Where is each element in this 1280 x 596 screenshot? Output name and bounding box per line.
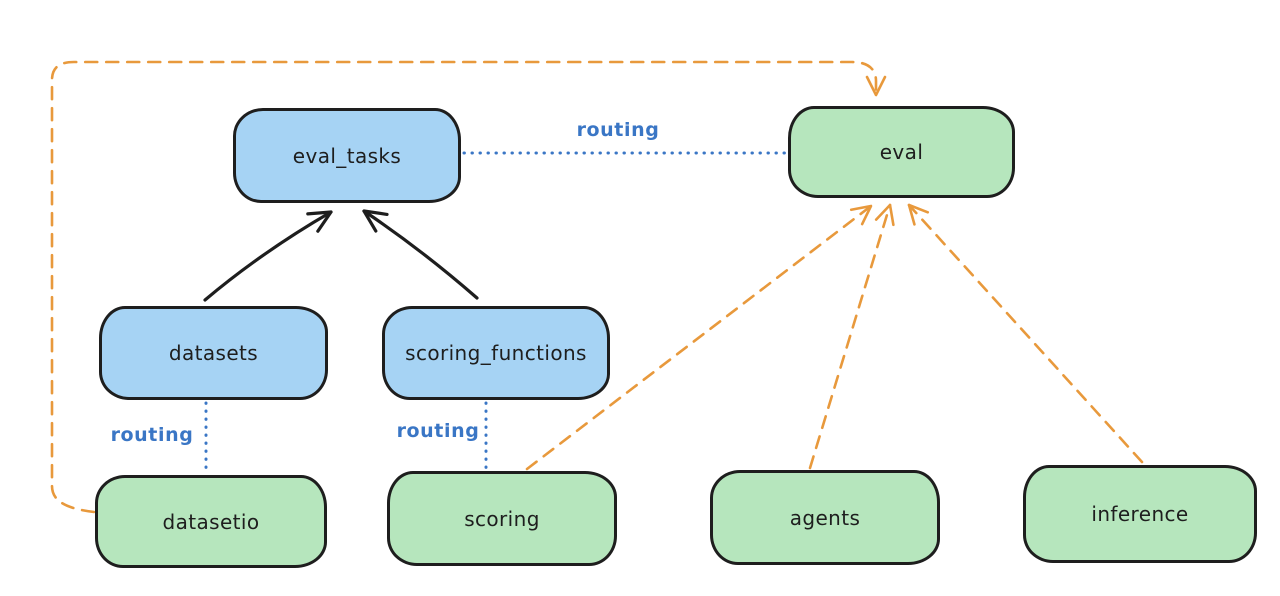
- node-agents-label: agents: [789, 505, 861, 530]
- node-inference-label: inference: [1091, 502, 1189, 526]
- node-eval-label: eval: [879, 140, 924, 164]
- node-scoring: scoring: [387, 471, 617, 566]
- node-datasetio-label: datasetio: [162, 509, 260, 534]
- edge-datasets-to-eval-tasks: [203, 210, 333, 302]
- node-datasets-label: datasets: [168, 341, 259, 365]
- edge-datasetio-to-eval: [50, 60, 887, 514]
- edge-agents-to-eval: [808, 203, 895, 470]
- node-datasetio: datasetio: [95, 475, 327, 568]
- node-eval-tasks-label: eval_tasks: [292, 143, 402, 168]
- edge-scoring-functions-to-eval-tasks: [362, 209, 479, 300]
- edge-label-routing-eval-tasks-eval: routing: [576, 119, 660, 141]
- node-scoring-functions: scoring_functions: [382, 306, 610, 400]
- node-inference: inference: [1023, 465, 1257, 563]
- node-eval-tasks: eval_tasks: [233, 108, 461, 203]
- edge-label-routing-datasets-datasetio: routing: [110, 424, 194, 446]
- node-eval: eval: [788, 106, 1015, 198]
- node-datasets: datasets: [99, 306, 328, 400]
- edge-scoring-to-eval: [525, 204, 873, 471]
- node-scoring-label: scoring: [464, 506, 540, 531]
- edge-label-routing-scoring-functions-scoring: routing: [396, 420, 480, 442]
- node-agents: agents: [710, 470, 940, 565]
- node-scoring-functions-label: scoring_functions: [405, 341, 587, 365]
- edge-inference-to-eval: [907, 203, 1144, 464]
